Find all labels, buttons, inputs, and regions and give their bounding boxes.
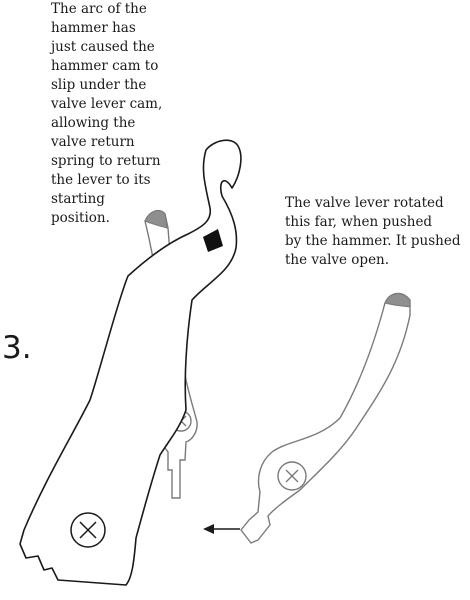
hammer-note-line: valve lever cam,: [51, 96, 163, 112]
valve-note-line: The valve lever rotated: [285, 195, 444, 211]
hammer-note-line: just caused the: [51, 39, 155, 55]
hammer-note-line: the lever to its: [51, 172, 151, 188]
hammer-outline: [19, 139, 242, 586]
step-number: 3.: [2, 330, 32, 366]
hammer-note-line: position.: [51, 210, 110, 226]
valve-note-line: the valve open.: [285, 252, 390, 268]
hammer-pivot-x: [79, 521, 97, 539]
hammer-note-line: The arc of the: [51, 1, 147, 17]
valve-note-line: this far, when pushed: [285, 214, 433, 230]
hammer-note-line: valve return: [51, 134, 135, 150]
hammer-note-line: hammer has: [51, 20, 136, 36]
valve-lever-rotated: [240, 292, 411, 544]
hammer-note-line: starting: [51, 191, 105, 207]
hammer-cam: [203, 229, 223, 252]
valve-lever-rotated-tip: [384, 293, 411, 308]
valve-note: The valve lever rotated this far, when p…: [285, 194, 461, 270]
hammer-note-line: allowing the: [51, 115, 136, 131]
valve-lever-rotated-outline: [240, 292, 411, 544]
valve-note-line: by the hammer. It pushed: [285, 233, 461, 249]
hammer-note: The arc of the hammer has just caused th…: [51, 0, 162, 228]
hammer-note-line: hammer cam to: [51, 58, 159, 74]
valve-lever-rotated-pivot-x: [285, 469, 299, 483]
hammer-note-line: spring to return: [51, 153, 161, 169]
hammer: [19, 139, 242, 586]
valve-lever-rotated-pivot: [277, 461, 307, 491]
direction-arrow: [203, 524, 240, 534]
hammer-note-line: slip under the: [51, 77, 147, 93]
valve-lever-start-tip: [144, 210, 168, 229]
arrow-head: [203, 524, 214, 534]
